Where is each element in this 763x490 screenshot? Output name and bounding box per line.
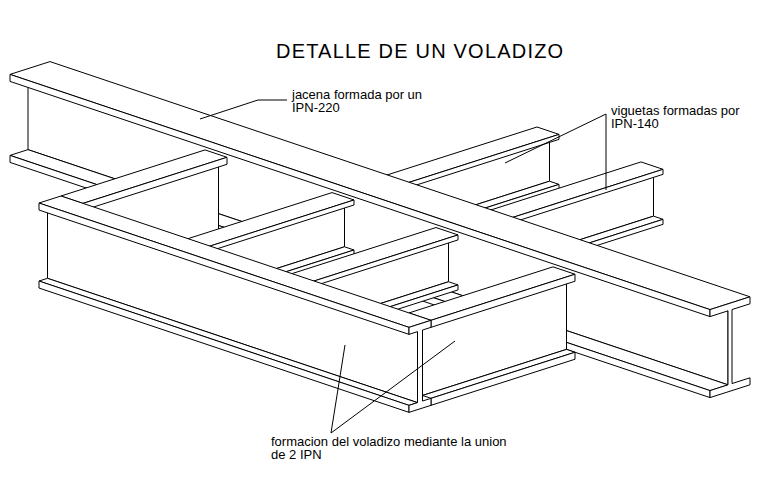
cantilever-front-beam	[39, 196, 431, 412]
cantilever-side-beam-part	[83, 157, 227, 210]
cantilever-front-beam-part	[39, 203, 409, 334]
leader-lines-part	[331, 341, 455, 433]
leader-lines	[200, 100, 606, 433]
cantilever-side-beam-part	[61, 150, 227, 203]
cantilever-note: formacion del voladizo mediante la union…	[271, 435, 516, 461]
cantilever-side-beam	[409, 267, 575, 405]
joist-front-part	[284, 228, 458, 284]
cantilever-side-beam-part	[409, 267, 575, 320]
joist-note: viguetas formadas por IPN-140	[611, 104, 759, 130]
leader-lines-part	[606, 114, 607, 190]
cantilever-side-beam-part	[423, 349, 576, 398]
drawing-title: DETALLE DE UN VOLADIZO	[276, 38, 596, 64]
girder-note: jacena formada por un IPN-220	[292, 88, 442, 114]
leader-lines-part	[331, 345, 345, 433]
drawing-title-holder: DETALLE DE UN VOLADIZO	[276, 38, 596, 64]
cantilever-front-beam-part	[409, 320, 431, 412]
main-girder-part	[710, 297, 750, 398]
cantilever-side-beam-part	[431, 274, 575, 327]
cantilever-note-holder: formacion del voladizo mediante la union…	[271, 435, 516, 461]
leader-lines-part	[200, 100, 287, 119]
leader-lines-part	[505, 114, 606, 163]
cantilever-side-beam-part	[431, 352, 575, 405]
joist-front-part	[306, 235, 458, 289]
joist-front-part	[202, 200, 354, 254]
joist-note-holder: viguetas formadas por IPN-140	[611, 104, 759, 130]
joist-front-part	[180, 193, 354, 249]
girder-note-holder: jacena formada por un IPN-220	[292, 88, 442, 114]
cantilever-front-beam-part	[39, 196, 431, 327]
